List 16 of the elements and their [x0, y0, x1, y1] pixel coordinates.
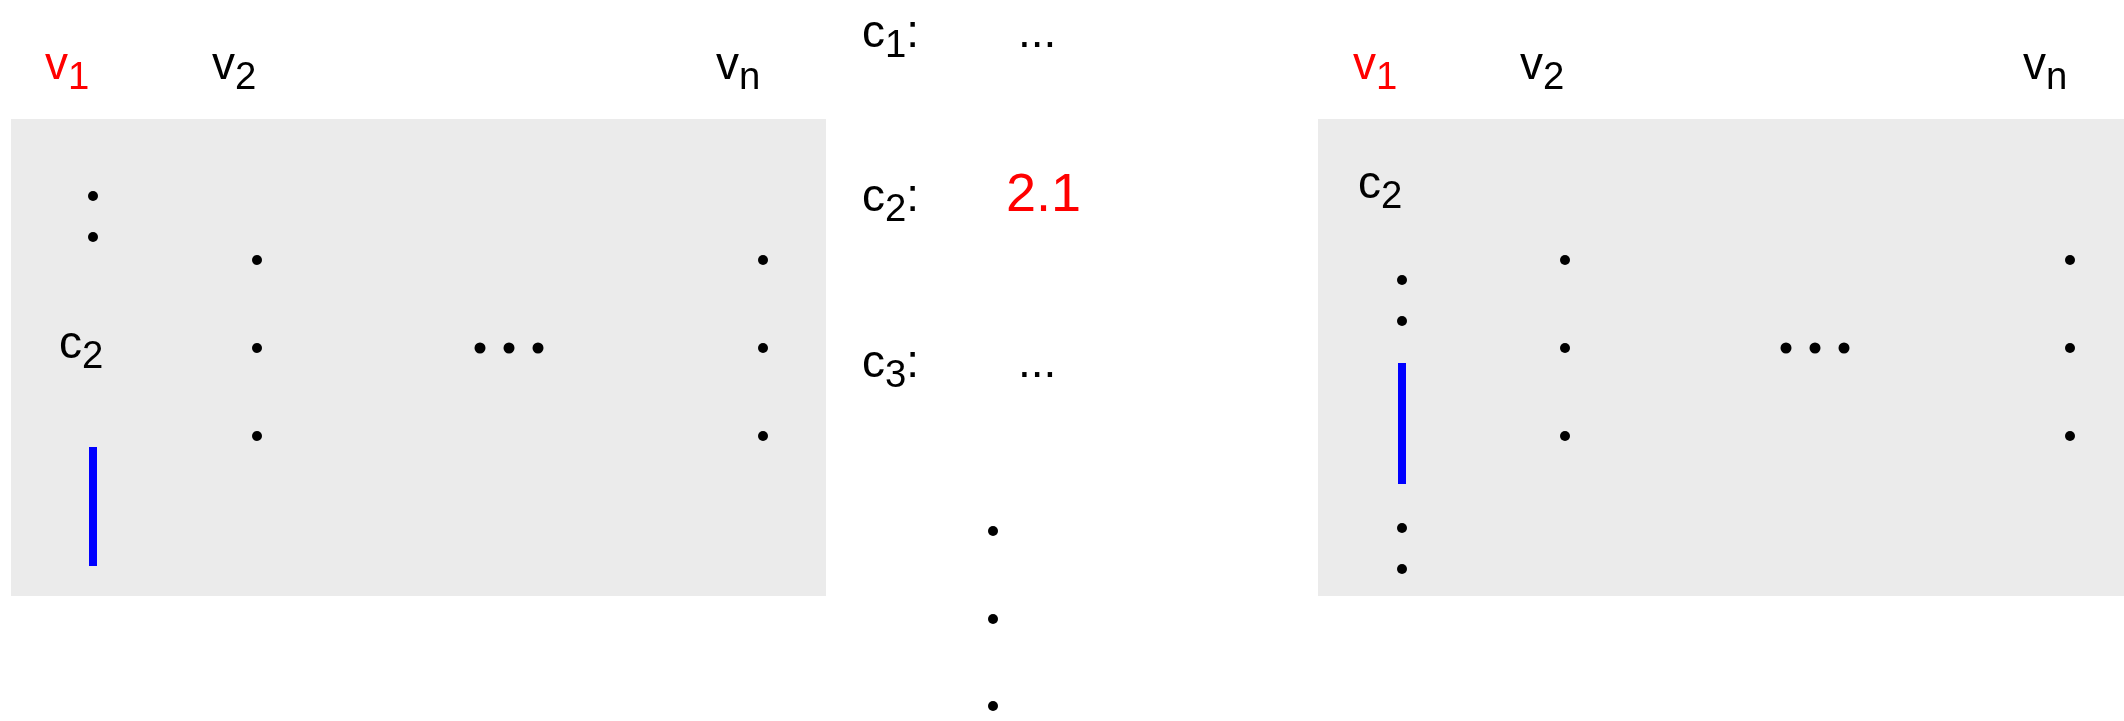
- column-label: v$_{1}$: [1353, 40, 1398, 96]
- column-label: v$_{n}$: [2023, 40, 2068, 96]
- column-label: v$_{2}$: [212, 40, 257, 96]
- column-label: v$_{n}$: [716, 40, 761, 96]
- value-text: 2.1: [1006, 165, 1082, 219]
- matrix-panel: [11, 119, 826, 596]
- variable-label: c$_{2}$: [1358, 159, 1403, 215]
- ellipsis-text: ...: [1018, 338, 1057, 384]
- variable-label: c$_{1}$:: [862, 8, 920, 64]
- column-label: v$_{1}$: [45, 40, 90, 96]
- variable-label: c$_{2}$:: [862, 172, 920, 228]
- matrix-panel: [1318, 119, 2124, 596]
- ellipsis-text: ...: [1018, 8, 1057, 54]
- variable-label: c$_{2}$: [59, 319, 104, 375]
- column-label: v$_{2}$: [1520, 40, 1565, 96]
- variable-label: c$_{3}$:: [862, 338, 920, 394]
